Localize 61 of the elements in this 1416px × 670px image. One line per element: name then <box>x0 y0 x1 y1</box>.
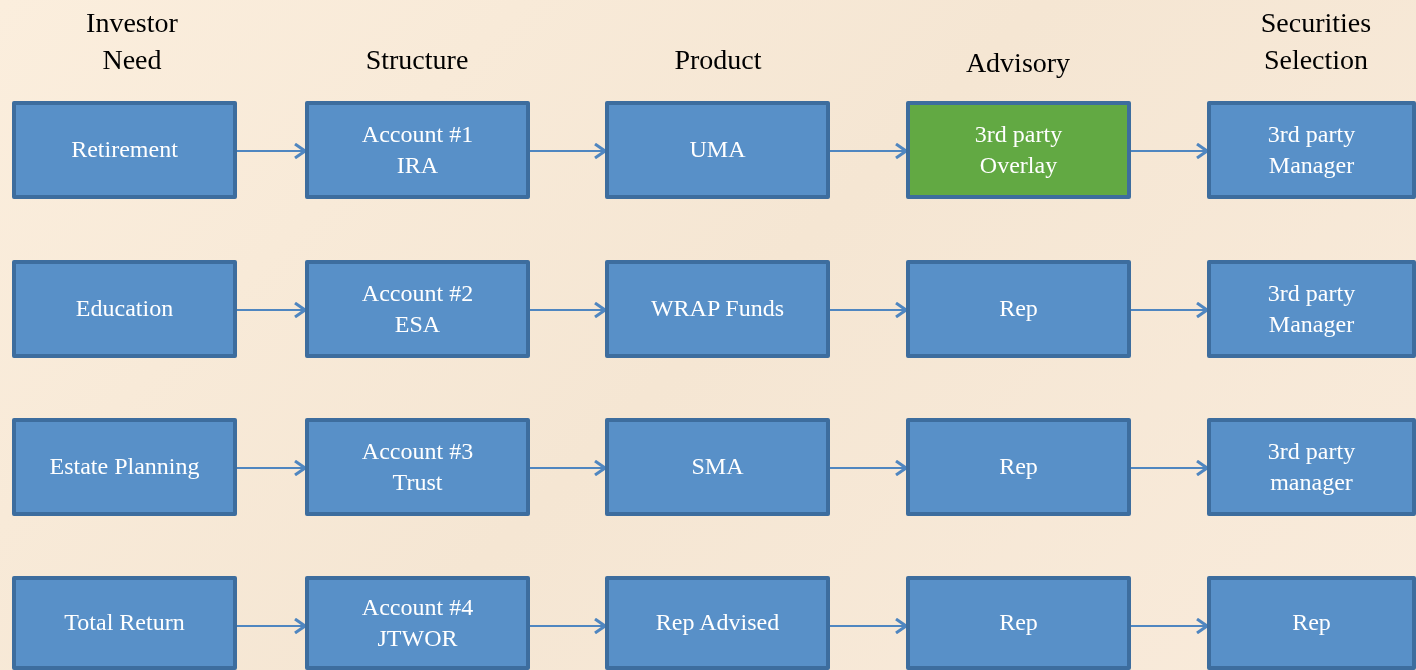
arrow <box>1130 459 1209 477</box>
box-label: Rep <box>999 608 1038 638</box>
process-box <box>1207 418 1416 516</box>
box-label: Account #4 JTWOR <box>360 592 475 653</box>
arrow <box>529 301 607 319</box>
arrow <box>829 459 908 477</box>
process-box <box>12 576 237 670</box>
column-heading: Securities Selection <box>1259 6 1373 77</box>
box-label: Retirement <box>71 135 178 165</box>
box-label: Account #2 ESA <box>360 278 475 339</box>
process-box <box>906 101 1131 199</box>
process-box <box>906 260 1131 358</box>
process-box <box>12 418 237 516</box>
column-heading: Advisory <box>964 46 1072 80</box>
column-heading: Investor Need <box>85 6 179 77</box>
process-box <box>906 418 1131 516</box>
arrow <box>1130 301 1209 319</box>
box-label: Education <box>75 294 174 324</box>
box-label: Estate Planning <box>49 452 200 482</box>
arrow <box>236 617 307 635</box>
arrow <box>529 617 607 635</box>
process-box <box>12 101 237 199</box>
box-label: Rep Advised <box>655 608 780 638</box>
process-box <box>305 260 530 358</box>
box-label: Account #3 Trust <box>360 436 475 497</box>
column-heading: Product <box>673 43 763 77</box>
process-box <box>12 260 237 358</box>
box-label: SMA <box>691 452 744 482</box>
arrow <box>529 459 607 477</box>
box-label: Rep <box>999 294 1038 324</box>
process-box <box>1207 260 1416 358</box>
box-label: UMA <box>689 135 746 165</box>
process-box <box>605 418 830 516</box>
arrow <box>1130 617 1209 635</box>
box-label: 3rd party manager <box>1266 436 1357 497</box>
process-box <box>1207 101 1416 199</box>
process-box <box>305 576 530 670</box>
box-label: Account #1 IRA <box>360 119 475 180</box>
box-label: WRAP Funds <box>650 294 785 324</box>
box-label: 3rd party Manager <box>1266 119 1357 180</box>
arrow <box>829 142 908 160</box>
arrow <box>236 459 307 477</box>
arrow <box>829 301 908 319</box>
box-label: Rep <box>999 452 1038 482</box>
arrow <box>829 617 908 635</box>
process-box <box>1207 576 1416 670</box>
arrow <box>236 301 307 319</box>
arrow <box>236 142 307 160</box>
box-label: Rep <box>1292 608 1331 638</box>
box-label: 3rd party Overlay <box>973 119 1064 180</box>
process-box <box>906 576 1131 670</box>
process-box <box>605 576 830 670</box>
box-label: 3rd party Manager <box>1266 278 1357 339</box>
arrow <box>1130 142 1209 160</box>
process-box <box>305 418 530 516</box>
process-box <box>305 101 530 199</box>
process-box <box>605 101 830 199</box>
box-label: Total Return <box>64 608 185 638</box>
column-heading: Structure <box>364 43 470 77</box>
process-box <box>605 260 830 358</box>
arrow <box>529 142 607 160</box>
